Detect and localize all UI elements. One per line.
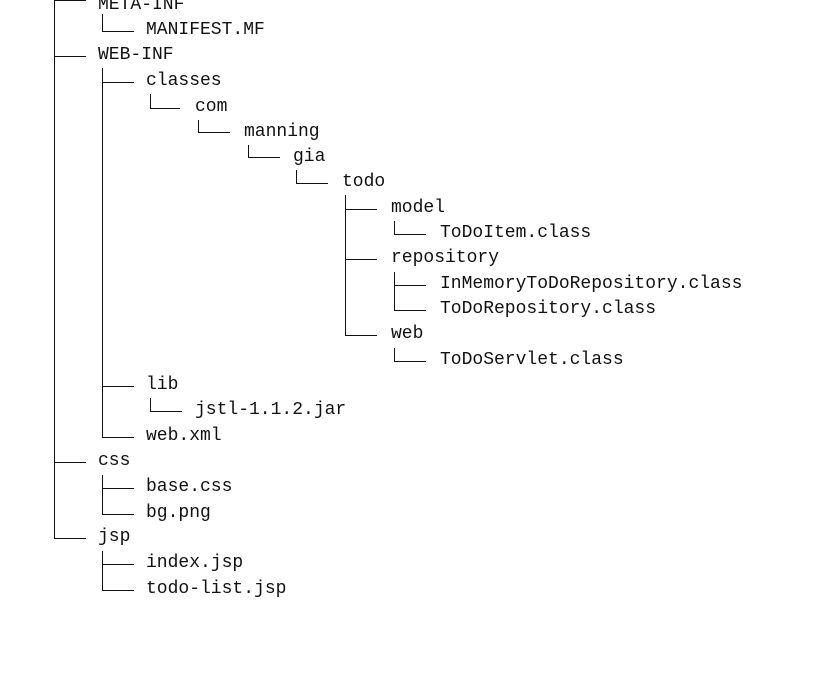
file-name-bg-png[interactable]: bg.png	[146, 503, 211, 523]
directory-tree: META-INF MANIFEST.MF WEB-INF classes com…	[0, 0, 824, 602]
folder-name-jsp[interactable]: jsp	[98, 527, 131, 547]
tree-branch-connector	[394, 361, 426, 362]
tree-branch-connector	[54, 462, 86, 463]
file-name-inmemory-repository[interactable]: InMemoryToDoRepository.class	[440, 274, 743, 294]
tree-row-jstl[interactable]: jstl-1.1.2.jar	[0, 398, 824, 423]
folder-name-model[interactable]: model	[391, 198, 446, 218]
folder-name-repository[interactable]: repository	[391, 248, 500, 268]
file-name-todoitem[interactable]: ToDoItem.class	[440, 223, 592, 243]
tree-row-inmemory[interactable]: InMemoryToDoRepository.class	[0, 272, 824, 297]
tree-row-manifest[interactable]: MANIFEST.MF	[0, 18, 824, 43]
tree-row-lib[interactable]: lib	[0, 373, 824, 398]
folder-name-gia[interactable]: gia	[293, 147, 326, 167]
tree-branch-connector	[394, 234, 426, 235]
tree-row-jsp[interactable]: jsp	[0, 525, 824, 550]
tree-branch-connector	[345, 335, 377, 336]
file-name-todo-repository[interactable]: ToDoRepository.class	[440, 299, 657, 319]
tree-branch-connector	[102, 386, 134, 387]
tree-row-meta-inf[interactable]: META-INF	[0, 0, 824, 18]
tree-branch-connector	[150, 108, 180, 109]
tree-branch-connector	[394, 285, 426, 286]
file-name-jstl-jar[interactable]: jstl-1.1.2.jar	[195, 400, 347, 420]
tree-guide-todo	[345, 195, 346, 335]
file-name-index-jsp[interactable]: index.jsp	[146, 553, 244, 573]
tree-guide-repository	[394, 272, 395, 310]
tree-branch-connector	[54, 0, 86, 1]
tree-guide-web-inf	[102, 68, 103, 437]
folder-name-manning[interactable]: manning	[244, 122, 320, 142]
folder-name-classes[interactable]: classes	[146, 71, 222, 91]
tree-branch-connector	[102, 437, 134, 438]
tree-row-manning[interactable]: manning	[0, 120, 824, 145]
file-name-todo-list-jsp[interactable]: todo-list.jsp	[146, 579, 287, 599]
tree-row-todoitem[interactable]: ToDoItem.class	[0, 221, 824, 246]
tree-row-model[interactable]: model	[0, 196, 824, 221]
tree-branch-connector	[102, 564, 134, 565]
folder-name-lib[interactable]: lib	[146, 375, 179, 395]
tree-guide-jsp	[102, 551, 103, 590]
tree-guide-gia	[296, 170, 297, 183]
tree-branch-connector	[198, 132, 230, 133]
tree-branch-connector	[394, 310, 426, 311]
tree-guide-classes	[150, 94, 151, 108]
tree-row-basecss[interactable]: base.css	[0, 475, 824, 500]
tree-guide-model	[394, 221, 395, 234]
tree-row-web-inf[interactable]: WEB-INF	[0, 43, 824, 68]
tree-row-classes[interactable]: classes	[0, 69, 824, 94]
tree-row-repository[interactable]: repository	[0, 246, 824, 271]
tree-branch-connector	[102, 488, 134, 489]
tree-guide-manning	[248, 145, 249, 157]
file-name-manifest[interactable]: MANIFEST.MF	[146, 20, 265, 40]
tree-row-com[interactable]: com	[0, 95, 824, 120]
tree-guide-web	[394, 348, 395, 361]
tree-guide-lib	[150, 398, 151, 411]
folder-name-web[interactable]: web	[391, 324, 424, 344]
tree-branch-connector	[54, 56, 86, 57]
tree-row-todorepo[interactable]: ToDoRepository.class	[0, 297, 824, 322]
tree-row-gia[interactable]: gia	[0, 145, 824, 170]
tree-branch-connector	[102, 514, 134, 515]
tree-row-todolistjsp[interactable]: todo-list.jsp	[0, 577, 824, 602]
tree-row-bgpng[interactable]: bg.png	[0, 501, 824, 526]
tree-row-webxml[interactable]: web.xml	[0, 424, 824, 449]
tree-row-web[interactable]: web	[0, 322, 824, 347]
file-name-web-xml[interactable]: web.xml	[146, 426, 222, 446]
tree-guide-com	[198, 120, 199, 132]
tree-branch-connector	[345, 259, 377, 260]
file-name-base-css[interactable]: base.css	[146, 477, 233, 497]
folder-name-css[interactable]: css	[98, 451, 131, 471]
tree-row-todoservlet[interactable]: ToDoServlet.class	[0, 348, 824, 373]
tree-branch-connector	[296, 183, 328, 184]
tree-guide-css	[102, 475, 103, 514]
tree-branch-connector	[345, 209, 377, 210]
folder-name-meta-inf[interactable]: META-INF	[98, 0, 185, 15]
tree-guide-root	[54, 0, 55, 538]
folder-name-web-inf[interactable]: WEB-INF	[98, 45, 174, 65]
tree-branch-connector	[54, 538, 86, 539]
tree-branch-connector	[248, 157, 280, 158]
tree-row-todo[interactable]: todo	[0, 170, 824, 195]
tree-row-css[interactable]: css	[0, 449, 824, 474]
tree-branch-connector	[102, 31, 134, 32]
tree-branch-connector	[102, 590, 134, 591]
tree-row-indexjsp[interactable]: index.jsp	[0, 551, 824, 576]
tree-branch-connector	[102, 82, 134, 83]
tree-guide-meta-inf	[102, 14, 103, 31]
folder-name-com[interactable]: com	[195, 97, 228, 117]
file-name-todoservlet[interactable]: ToDoServlet.class	[440, 350, 624, 370]
tree-branch-connector	[150, 411, 182, 412]
folder-name-todo[interactable]: todo	[342, 172, 386, 192]
